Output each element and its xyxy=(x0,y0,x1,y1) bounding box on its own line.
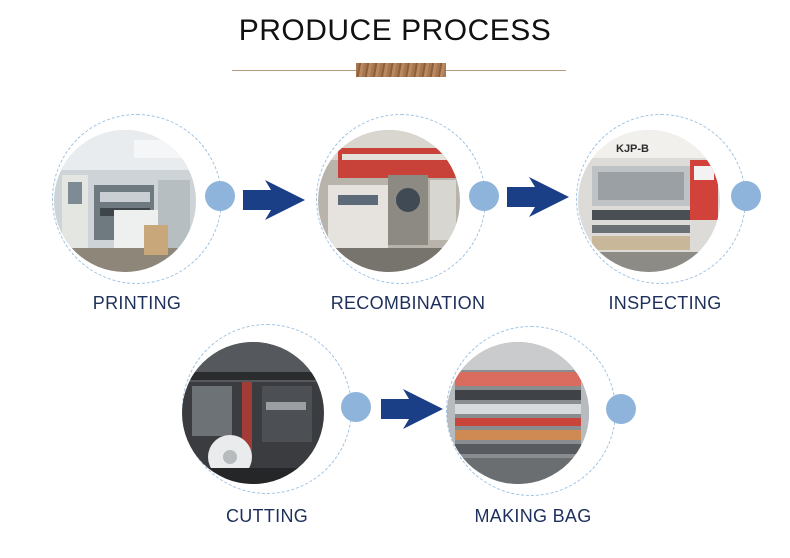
step-marker-dot xyxy=(606,394,636,424)
machine-plate-text: KJP-B xyxy=(616,143,649,155)
title-divider-left xyxy=(232,70,356,71)
cutting-machine-photo xyxy=(182,342,324,484)
step-label-making-bag: MAKING BAG xyxy=(474,506,592,526)
page-title: PRODUCE PROCESS xyxy=(238,14,552,47)
bag-making-machine-photo xyxy=(447,342,589,484)
step-marker-dot xyxy=(469,181,499,211)
step-marker-dot xyxy=(341,392,371,422)
step-marker-dot xyxy=(205,181,235,211)
title-divider-center xyxy=(356,63,446,77)
flow-arrow-icon xyxy=(243,180,305,225)
step-label-inspecting: INSPECTING xyxy=(608,293,722,313)
step-label-recombination: RECOMBINATION xyxy=(330,293,486,313)
printing-machine-photo xyxy=(54,130,196,272)
step-label-printing: PRINTING xyxy=(92,293,182,313)
flow-arrow-icon xyxy=(507,177,569,222)
laminating-machine-photo xyxy=(318,130,460,272)
step-label-cutting: CUTTING xyxy=(225,506,309,526)
title-divider-right xyxy=(446,70,566,71)
inspecting-machine-photo: KJP-B xyxy=(578,130,720,272)
step-marker-dot xyxy=(731,181,761,211)
flow-arrow-icon xyxy=(381,389,443,434)
